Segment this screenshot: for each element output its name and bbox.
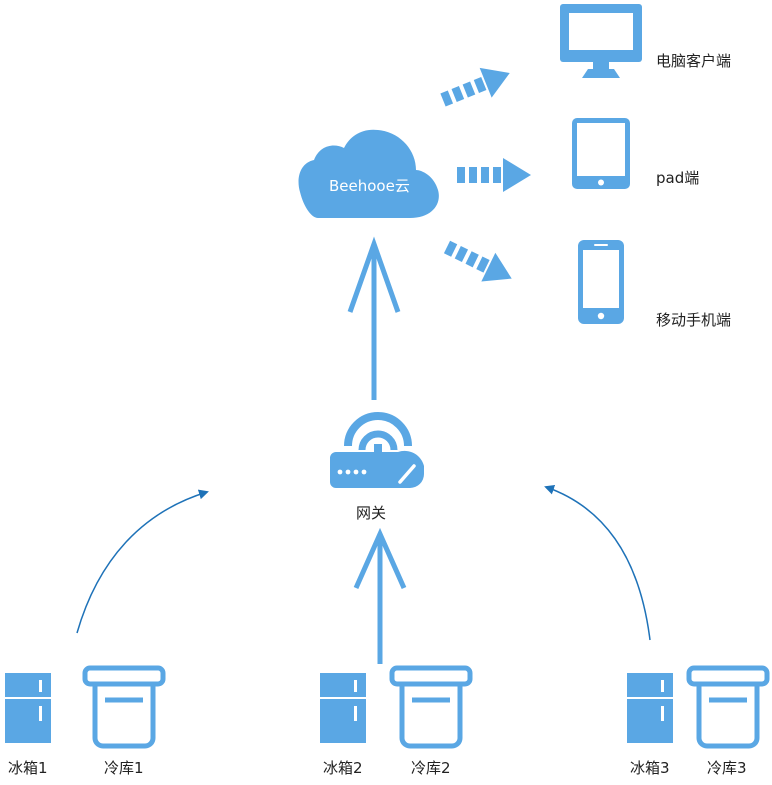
device-label-fridge3: 冰箱3 <box>630 759 670 777</box>
arrow-cloud-to-tablet <box>457 158 531 192</box>
router-icon <box>330 412 424 488</box>
client-label-pad: pad端 <box>656 169 700 187</box>
gateway-label: 网关 <box>356 504 387 522</box>
cold-storage-icon-1 <box>82 665 166 749</box>
client-label-mobile: 移动手机端 <box>656 311 732 329</box>
arrow-cloud-to-monitor <box>440 67 510 107</box>
cold-storage-icon-3 <box>686 665 770 749</box>
arrow-devices3-to-gateway <box>544 484 651 641</box>
device-label-cold-storage1: 冷库1 <box>104 759 144 777</box>
arrow-devices1-to-gateway <box>76 489 209 634</box>
fridge-icon-3 <box>627 673 673 743</box>
tablet-icon <box>572 118 630 189</box>
device-label-cold-storage3: 冷库3 <box>707 759 747 777</box>
fridge-icon-2 <box>320 673 366 743</box>
arrow-devices2-to-gateway <box>353 527 407 664</box>
arrow-gateway-to-cloud <box>347 236 401 400</box>
cold-storage-icon-2 <box>389 665 473 749</box>
device-label-fridge1: 冰箱1 <box>8 759 48 777</box>
phone-icon <box>578 240 624 324</box>
cloud-icon <box>298 129 439 218</box>
device-label-fridge2: 冰箱2 <box>323 759 363 777</box>
client-label-desktop: 电脑客户端 <box>656 52 732 70</box>
arrow-cloud-to-phone <box>443 240 512 282</box>
cloud-label: Beehooe云 <box>329 177 410 195</box>
device-label-cold-storage2: 冷库2 <box>411 759 451 777</box>
monitor-icon <box>560 4 642 78</box>
fridge-icon-1 <box>5 673 51 743</box>
